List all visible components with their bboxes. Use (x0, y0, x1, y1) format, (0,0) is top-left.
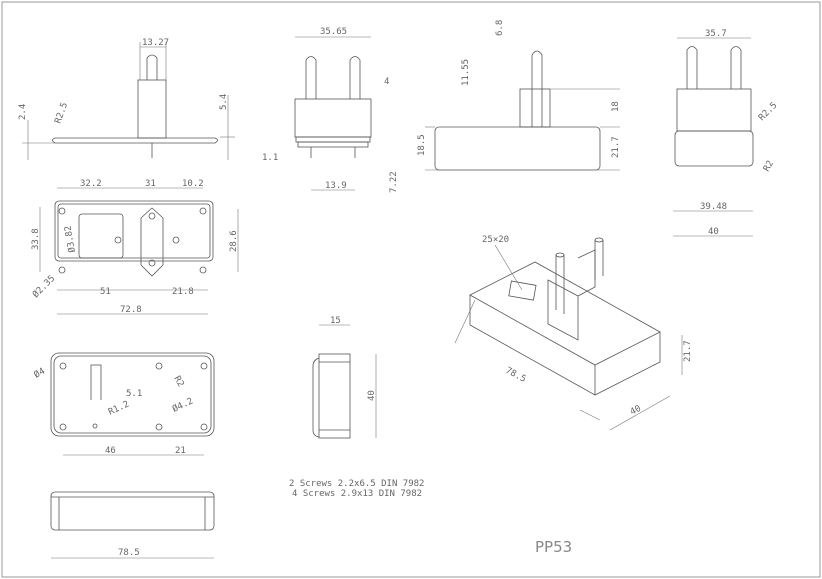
dim-pin-width: 13.27 (142, 38, 169, 48)
dim-end-height: 40 (367, 390, 377, 401)
dim-front-width: 78.5 (118, 548, 140, 558)
dim-width: 72.8 (120, 305, 142, 315)
dim-top-height: 33.8 (31, 228, 41, 250)
right-view (673, 37, 754, 237)
dim-d3: 10.2 (182, 179, 204, 189)
isometric-view (454, 237, 683, 431)
dim-dia2: Ø4.2 (171, 396, 195, 415)
dim-right-d2: 40 (708, 227, 719, 237)
dim-right-d1: 39.48 (700, 202, 727, 212)
dim-right-width: 35.7 (705, 29, 727, 39)
side-plug-view (425, 50, 620, 171)
dim-pin: 4 (384, 77, 389, 87)
dim-bottom-r: R2 (171, 375, 185, 389)
dim-height: 5.4 (219, 94, 229, 110)
dim-thickness: 2.4 (18, 104, 28, 120)
dim-r2: R1.2 (107, 399, 131, 417)
iso-label: 25×20 (482, 235, 509, 245)
dim-bottom-d2: 21 (175, 446, 186, 456)
dim-end-depth: 15 (330, 316, 341, 326)
dim-slot: 5.1 (126, 389, 142, 399)
dim-d2: 31 (145, 179, 156, 189)
dim-d4: 51 (100, 287, 111, 297)
dim-total-h: 21.7 (611, 136, 621, 158)
dim-dia1: Ø4 (32, 366, 47, 381)
dim-tip: 6.8 (495, 20, 505, 36)
top-view (39, 187, 239, 315)
dim-bottom-d1: 46 (105, 446, 116, 456)
dim-d5: 21.8 (172, 287, 194, 297)
iso-length: 78.5 (504, 366, 528, 385)
dim-radius: R2.5 (53, 101, 70, 125)
dim-pin-len: 7.22 (389, 171, 399, 193)
dim-d1: 32.2 (80, 179, 102, 189)
note-line-2: 4 Screws 2.9x13 DIN 7982 (292, 489, 422, 499)
dim-radius1: R2.5 (757, 101, 779, 123)
dim-inner-height: 28.6 (229, 230, 239, 252)
iso-height: 21.7 (683, 340, 693, 362)
side-profile-view (22, 42, 235, 160)
dim-plug-h: 18 (611, 101, 621, 112)
dim-hole-dia: Ø3.82 (62, 225, 78, 254)
front-plug-view (294, 36, 372, 191)
iso-width: 40 (629, 404, 643, 418)
dim-radius2: R2 (762, 159, 776, 173)
dim-corner-dia: Ø2.35 (30, 273, 57, 300)
bottom-view (50, 352, 215, 456)
dim-plug-width: 35.65 (320, 27, 347, 37)
dim-side-pin-len: 11.55 (461, 59, 471, 86)
dim-body-h: 18.5 (417, 134, 427, 156)
dim-offset: 1.1 (262, 153, 278, 163)
front-view (50, 491, 215, 559)
part-number: PP53 (535, 538, 572, 556)
end-view (312, 324, 377, 439)
dim-pin-spacing: 13.9 (325, 181, 347, 191)
note-line-1: 2 Screws 2.2x6.5 DIN 7982 (289, 479, 424, 489)
